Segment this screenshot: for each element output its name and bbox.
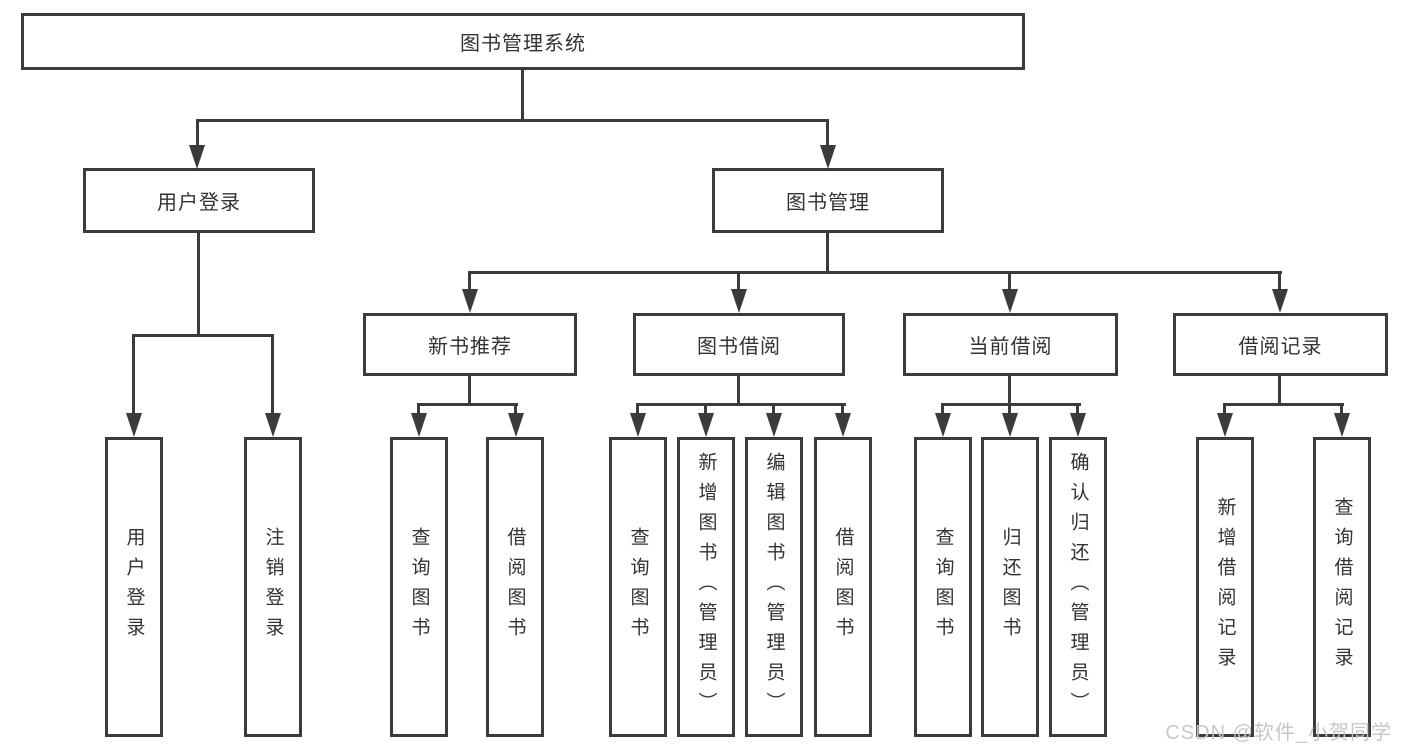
connector-line [1278,271,1281,291]
connector-line [826,119,829,149]
connector-line [1278,376,1281,406]
leaf-user-login: 用户登录 [105,437,163,737]
leaf-add-borrow-record: 新增借阅记录 [1196,437,1254,737]
connector-line [417,403,420,415]
node-library-management-system: 图书管理系统 [21,13,1025,70]
node-book-borrow: 图书借阅 [633,313,845,376]
node-current-borrow: 当前借阅 [903,313,1118,376]
arrow-down-icon [630,413,646,437]
connector-line [1008,403,1011,415]
connector-line [196,119,829,122]
connector-line [1340,403,1343,415]
arrow-down-icon [189,145,205,169]
arrow-down-icon [508,413,524,437]
connector-line [636,403,846,406]
arrow-down-icon [1272,289,1288,313]
leaf-add-book-admin: 新增图书（管理员） [677,437,735,737]
arrow-down-icon [1070,413,1086,437]
connector-line [941,403,1081,406]
connector-line [132,334,274,337]
connector-line [1008,376,1011,406]
leaf-edit-book-admin: 编辑图书（管理员） [745,437,803,737]
leaf-confirm-return-admin: 确认归还（管理员） [1049,437,1107,737]
connector-line [772,403,775,415]
connector-line [196,119,199,149]
connector-line [1008,271,1011,291]
leaf-logout: 注销登录 [244,437,302,737]
arrow-down-icon [1002,413,1018,437]
arrow-down-icon [1002,289,1018,313]
arrow-down-icon [820,145,836,169]
arrow-down-icon [411,413,427,437]
arrow-down-icon [265,413,281,437]
leaf-query-books-borrow: 查询图书 [609,437,667,737]
arrow-down-icon [935,413,951,437]
connector-line [521,70,524,122]
connector-line [1223,403,1344,406]
connector-line [636,403,639,415]
connector-line [468,376,471,406]
connector-line [468,271,1282,274]
arrow-down-icon [698,413,714,437]
connector-line [704,403,707,415]
node-borrow-records: 借阅记录 [1173,313,1388,376]
arrow-down-icon [1334,413,1350,437]
connector-line [132,334,135,415]
arrow-down-icon [462,289,478,313]
connector-line [737,271,740,291]
connector-line [514,403,517,415]
leaf-return-book: 归还图书 [981,437,1039,737]
arrow-down-icon [766,413,782,437]
connector-line [468,271,471,291]
node-user-login: 用户登录 [83,168,315,233]
connector-line [1223,403,1226,415]
arrow-down-icon [731,289,747,313]
connector-line [271,334,274,415]
connector-line [1076,403,1079,415]
leaf-query-borrow-record: 查询借阅记录 [1313,437,1371,737]
connector-line [826,233,829,274]
leaf-query-books-recommend: 查询图书 [390,437,448,737]
leaf-borrow-books-recommend: 借阅图书 [486,437,544,737]
watermark: CSDN @软件_小贺同学 [1165,722,1392,744]
leaf-query-books-current: 查询图书 [914,437,972,737]
arrow-down-icon [126,413,142,437]
connector-line [197,233,200,337]
node-book-management: 图书管理 [712,168,944,233]
arrow-down-icon [1217,413,1233,437]
arrow-down-icon [835,413,851,437]
connector-line [737,376,740,406]
connector-line [417,403,518,406]
leaf-borrow-books: 借阅图书 [814,437,872,737]
node-new-book-recommend: 新书推荐 [363,313,577,376]
connector-line [941,403,944,415]
connector-line [841,403,844,415]
